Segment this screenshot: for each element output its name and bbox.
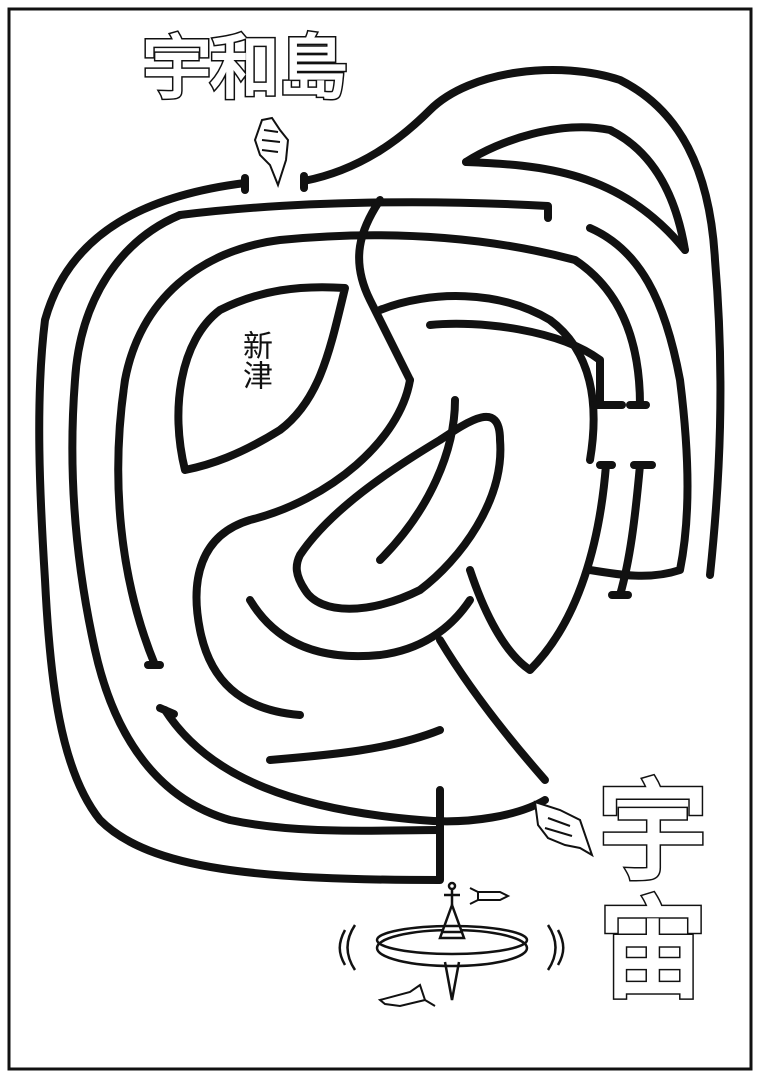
- goal-pointer-icon: [533, 800, 594, 858]
- goal-label-top: 宇: [597, 768, 710, 896]
- rocket-icon: [469, 887, 511, 905]
- start-label: 宇和島: [141, 27, 350, 110]
- arrow-ship-icon: [377, 983, 436, 1008]
- maze-walls: [35, 66, 725, 884]
- start-pointer-icon: [253, 116, 290, 188]
- spinning-top-ufo-icon: [338, 881, 565, 1001]
- goal-label-bottom: 宙: [597, 886, 710, 1014]
- page-border: [7, 7, 753, 1071]
- midpoint-label: 新津: [237, 330, 272, 390]
